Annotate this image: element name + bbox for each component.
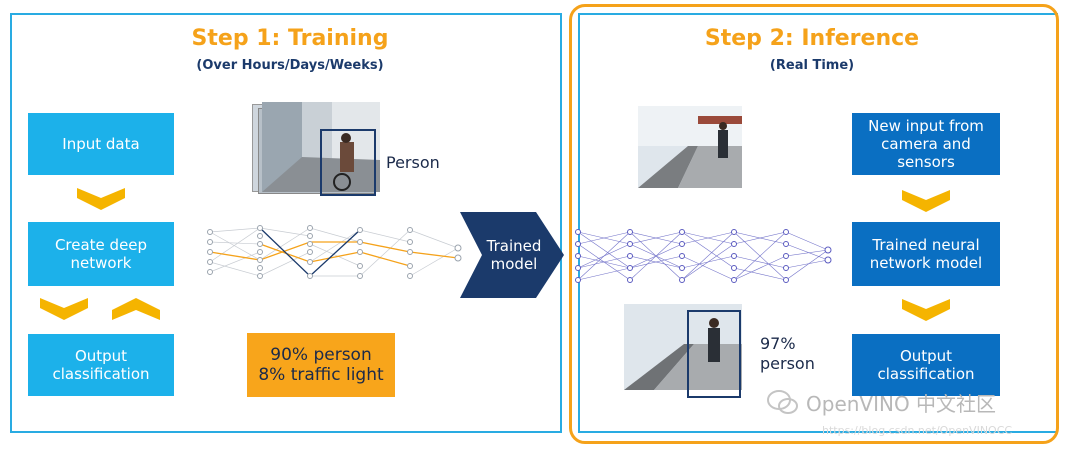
training-frame	[10, 13, 562, 433]
inference-result-line1: 97%	[760, 334, 796, 353]
inference-input-photo	[638, 106, 742, 188]
training-output-box: Output classification	[28, 334, 174, 396]
person-bounding-box	[320, 129, 376, 196]
inference-result-line2: person	[760, 354, 815, 373]
training-neural-network	[207, 225, 462, 279]
person-label: Person	[386, 153, 440, 172]
inference-subtitle: (Real Time)	[769, 58, 855, 73]
inference-neural-network	[575, 229, 832, 283]
training-result-line1: 90% person	[270, 345, 372, 365]
training-result-box: 90% person 8% traffic light	[247, 333, 395, 397]
url-watermark: https://blog.csdn.net/OpenVINOCC	[822, 424, 1013, 437]
inference-highlight-frame	[569, 4, 1059, 444]
inference-network-box: Trained neural network model	[852, 222, 1000, 286]
training-result-line2: 8% traffic light	[258, 365, 384, 385]
inference-title: Step 2: Inference	[704, 26, 920, 51]
inference-output-photo	[624, 304, 742, 390]
wechat-icon	[767, 390, 798, 414]
inference-input-box: New input from camera and sensors	[852, 113, 1000, 175]
training-network-box: Create deep network	[28, 222, 174, 286]
inference-output-box: Output classification	[852, 334, 1000, 396]
watermark-text: OpenVINO 中文社区	[806, 392, 997, 416]
chevron-down-icon	[77, 188, 125, 210]
inference-result: 97% person	[760, 334, 815, 374]
training-subtitle: (Over Hours/Days/Weeks)	[196, 58, 384, 73]
training-input-box: Input data	[28, 113, 174, 175]
chevron-up-icon	[112, 298, 160, 320]
inference-bounding-box	[687, 310, 741, 398]
trained-model-arrow	[460, 212, 564, 298]
training-title: Step 1: Training	[191, 26, 389, 51]
chevron-down-icon	[902, 190, 950, 212]
chevron-down-icon	[40, 298, 88, 320]
trained-model-label: Trained model	[486, 237, 542, 273]
chevron-down-icon	[902, 299, 950, 321]
